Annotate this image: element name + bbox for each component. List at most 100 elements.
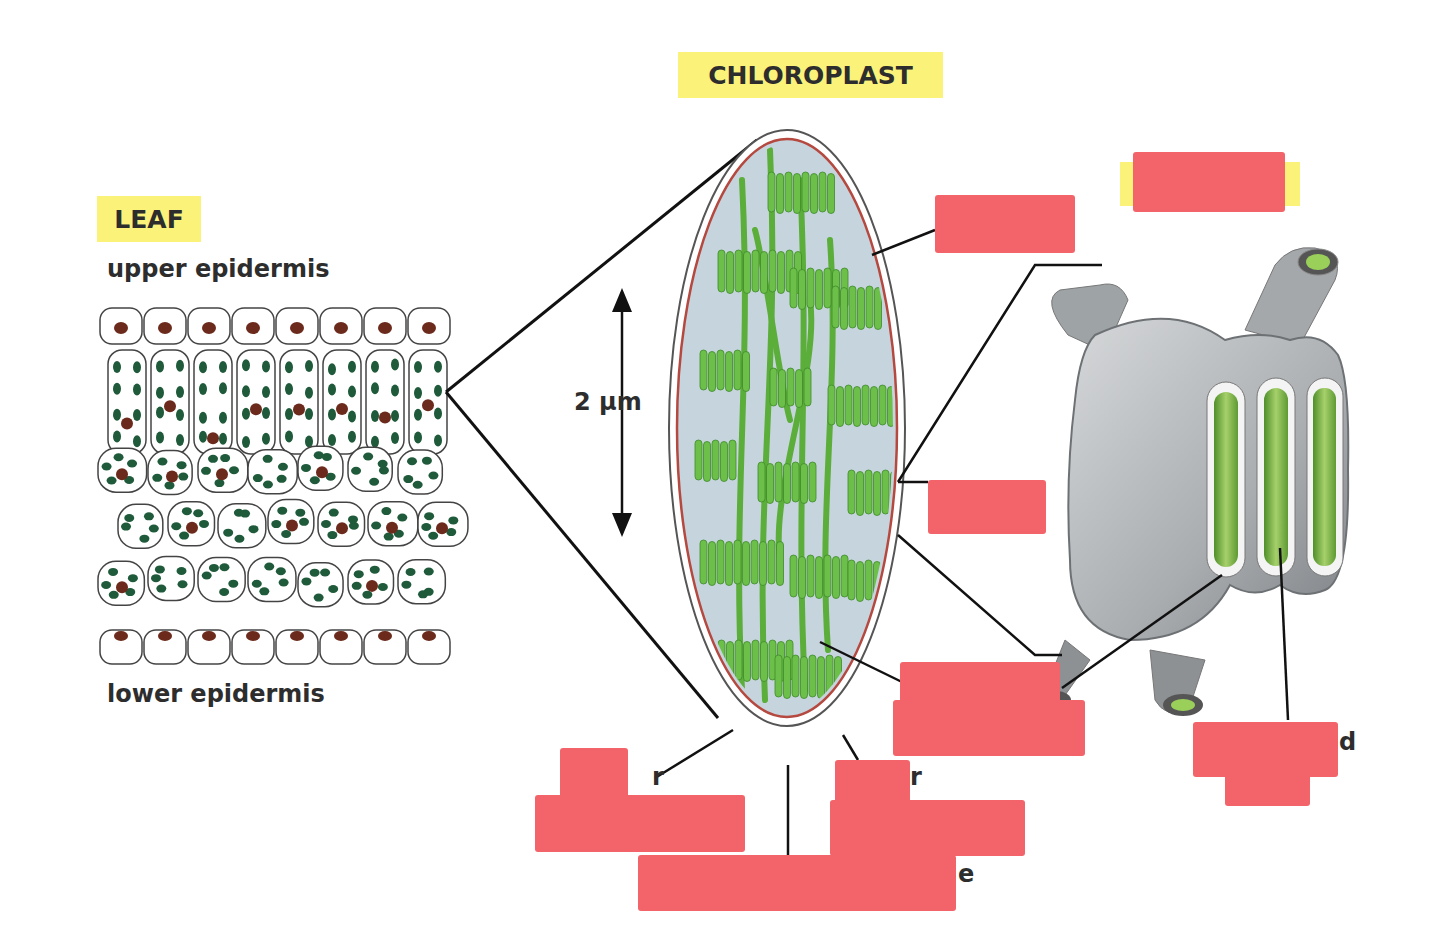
chloroplast-dot <box>418 590 428 598</box>
thylakoid-disc <box>826 655 833 697</box>
epidermal-cell <box>144 630 186 664</box>
thylakoid-disc <box>841 288 848 330</box>
thylakoid-disc <box>775 655 782 697</box>
epidermal-cell <box>188 630 230 664</box>
thylakoid-disc <box>761 642 768 682</box>
thylakoid-disc <box>758 462 765 502</box>
thylakoid-lumen <box>1313 388 1336 566</box>
spongy-cell <box>418 502 468 546</box>
chloroplast-dot <box>348 411 356 423</box>
thylakoid-disc <box>809 655 816 697</box>
thylakoid-disc <box>700 350 707 390</box>
thylakoid-disc <box>794 174 801 214</box>
stroma-lamella <box>755 230 790 420</box>
thylakoid-disc <box>717 350 724 390</box>
chloroplast-dot <box>199 431 207 443</box>
thylakoid-disc <box>802 172 809 212</box>
thylakoid-edge <box>1307 378 1343 576</box>
chloroplast-dot <box>328 383 336 395</box>
chloroplast-dot <box>156 387 164 399</box>
thylakoid-disc <box>761 252 768 294</box>
chloroplast-dot <box>182 507 192 515</box>
chloroplast-dot <box>201 467 211 475</box>
chloroplast-dot <box>114 453 124 461</box>
epidermal-cell <box>232 308 274 344</box>
chloroplast-dot <box>124 514 134 522</box>
thylakoid-disc <box>818 657 825 699</box>
chloroplast-dot <box>234 535 244 543</box>
thylakoid-disc <box>807 555 814 597</box>
chloroplast-dot <box>176 386 184 398</box>
nucleus <box>114 631 128 641</box>
chloroplast-dot <box>422 457 432 465</box>
thylakoid-disc <box>695 440 702 480</box>
chloroplast-dot <box>219 361 227 373</box>
nucleus <box>164 400 176 412</box>
thylakoid-disc <box>768 540 775 584</box>
chloroplast-dot <box>242 408 250 420</box>
thylakoid-disc <box>837 387 844 427</box>
thylakoid-disc <box>721 442 728 482</box>
thylakoid-disc <box>718 640 725 680</box>
chloroplast-dot <box>171 522 181 530</box>
chloroplast-dot <box>371 410 379 422</box>
spongy-cell <box>218 504 266 548</box>
nucleus <box>207 432 219 444</box>
thylakoid-disc <box>882 560 889 600</box>
chloroplast-dot <box>156 431 164 443</box>
thylakoid-disc <box>824 555 831 597</box>
chloroplast-dot <box>348 431 356 443</box>
nucleus <box>316 466 328 478</box>
chloroplast-dot <box>370 566 380 574</box>
nucleus <box>379 412 391 424</box>
chloroplast-dot <box>279 578 289 586</box>
chloroplast-dot <box>101 581 111 589</box>
thylakoid-disc <box>819 172 826 212</box>
thylakoid-disc <box>726 352 733 392</box>
chloroplast-dot <box>354 570 364 578</box>
nucleus <box>216 468 228 480</box>
nucleus <box>202 631 216 641</box>
chloroplast-dot <box>352 582 362 590</box>
outer-membrane <box>669 130 905 726</box>
palisade-cell <box>108 350 146 454</box>
chloroplast-dot <box>193 509 203 517</box>
chloroplast-dot <box>299 518 309 526</box>
chloroplast-dot <box>219 588 229 596</box>
chloroplast-dot <box>113 383 121 395</box>
chloroplast-dot <box>434 408 442 420</box>
thylakoid-disc <box>726 542 733 586</box>
spongy-cell <box>198 558 245 602</box>
thylakoid-disc <box>854 387 861 427</box>
chloroplast-dot <box>228 580 238 588</box>
nucleus <box>378 322 392 334</box>
scale-label: 2 µm <box>574 390 642 414</box>
nucleus <box>422 399 434 411</box>
thylakoid-disc <box>879 385 886 425</box>
chloroplast-dot <box>156 585 166 593</box>
nucleus <box>378 631 392 641</box>
chloroplast-dot <box>310 569 320 577</box>
chloroplast-dot <box>414 387 422 399</box>
chloroplast-dot <box>384 533 394 541</box>
chloroplast-dot <box>378 583 388 591</box>
thylakoid-disc <box>790 268 797 308</box>
region-label: upper epidermis <box>107 257 329 281</box>
thylakoid-disc <box>735 640 742 680</box>
nucleus <box>290 322 304 334</box>
epidermal-cell <box>408 630 450 664</box>
chloroplast-dot <box>262 407 270 419</box>
chloroplast-dot <box>176 409 184 421</box>
chloroplast-dot <box>262 386 270 398</box>
spongy-cell <box>98 448 147 492</box>
label-covers <box>535 152 1338 911</box>
epidermal-cell <box>276 630 318 664</box>
chloroplast-dot <box>305 436 313 448</box>
thylakoid-disc <box>796 370 803 408</box>
chloroplast-dot <box>253 474 263 482</box>
chloroplast-dot <box>428 532 438 540</box>
chloroplast-dot <box>305 360 313 372</box>
lamella-opening <box>1298 249 1338 275</box>
nucleus <box>202 322 216 334</box>
